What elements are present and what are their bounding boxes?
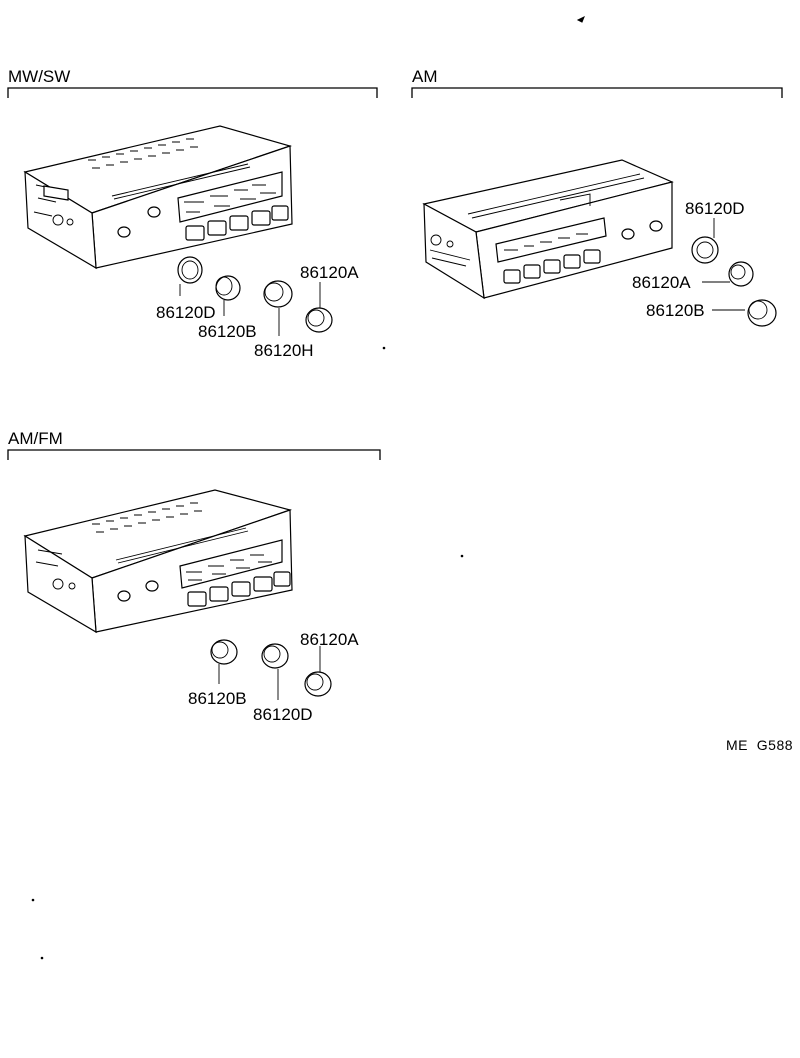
section-am-fm: AM/FM [7, 429, 381, 724]
radio-unit-mw-sw [23, 125, 293, 270]
section-title-am: AM [412, 67, 438, 86]
knob-86120h [263, 280, 293, 336]
section-mw-sw: MW/SW [7, 67, 378, 360]
section-bracket [7, 87, 378, 98]
part-label-86120h: 86120H [254, 341, 314, 360]
knob-86120b [215, 275, 241, 316]
knob-86120a [305, 282, 333, 333]
knob-86120a [304, 646, 332, 697]
part-label-86120b: 86120B [188, 689, 247, 708]
section-am: AM [411, 67, 783, 327]
figure-code: ME G588 [726, 737, 793, 753]
section-title-am-fm: AM/FM [8, 429, 63, 448]
knob-86120b [210, 639, 238, 684]
part-label-86120a: 86120A [632, 273, 691, 292]
radio-unit-am [422, 159, 674, 300]
part-label-86120d: 86120D [685, 199, 745, 218]
section-title-mw-sw: MW/SW [8, 67, 70, 86]
part-label-86120d: 86120D [156, 303, 216, 322]
section-bracket [7, 449, 381, 460]
part-label-86120a: 86120A [300, 263, 359, 282]
part-label-86120d: 86120D [253, 705, 313, 724]
knob-86120b [712, 299, 777, 327]
knob-86120d [261, 643, 289, 700]
part-label-86120a: 86120A [300, 630, 359, 649]
scan-specks [31, 15, 585, 960]
part-label-86120b: 86120B [198, 322, 257, 341]
part-label-86120b: 86120B [646, 301, 705, 320]
section-bracket [411, 87, 783, 98]
knob-86120d [177, 256, 203, 296]
knob-86120d [691, 218, 719, 264]
radio-unit-am-fm [23, 489, 293, 634]
knob-86120a [702, 261, 754, 287]
